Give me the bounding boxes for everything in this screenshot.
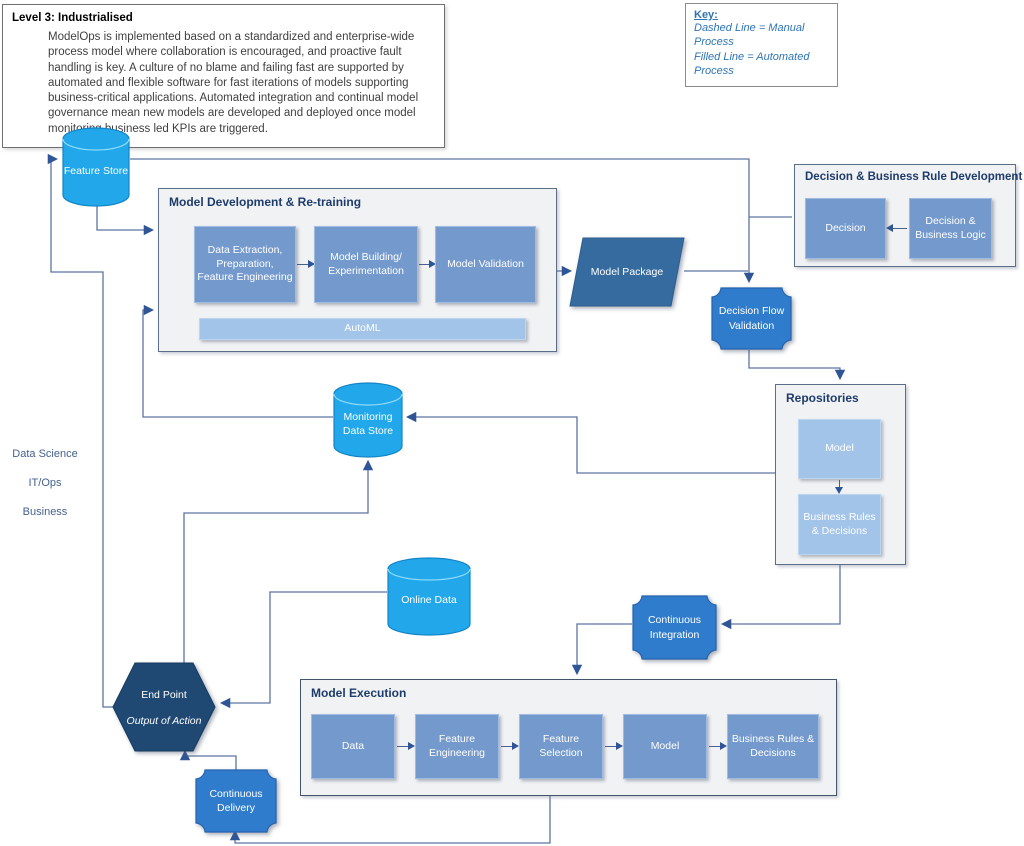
- arrow-right: [397, 742, 415, 751]
- lane-label-data-science: Data Science: [12, 448, 78, 460]
- model-package-label: Model Package: [590, 265, 664, 278]
- edge-featurestore-to-dfv-rail: [130, 158, 755, 284]
- exec-step-business-rules: Business Rules & Decisions: [727, 714, 819, 779]
- feature-store-label: Feature Store: [63, 164, 129, 177]
- business-rules-repo-box: Business Rules & Decisions: [798, 494, 881, 555]
- step-data-extraction: Data Extraction, Preparation, Feature En…: [194, 226, 296, 303]
- level-note-body: ModelOps is implemented based on a stand…: [48, 31, 419, 135]
- plaque-shape: [632, 595, 717, 660]
- level-note-title: Level 3: Industrialised: [12, 12, 133, 24]
- edge-onlinedata-to-endpoint: [219, 591, 387, 709]
- exec-step-feature-engineering: Feature Engineering: [415, 714, 499, 779]
- cylinder-shape: [387, 557, 471, 636]
- decision-business-logic-box: Decision & Business Logic: [909, 198, 992, 259]
- edge-ci-to-modelexec: [571, 623, 632, 676]
- lane-label-it-ops: IT/Ops: [28, 477, 62, 489]
- model-repo-box: Model: [798, 419, 881, 479]
- end-point-label: End Point Output of Action: [112, 662, 216, 752]
- continuous-integration-label: Continuous Integration: [647, 614, 702, 641]
- decision-rule-development-container: Decision & Business Rule Development Dec…: [794, 164, 1022, 267]
- edge-monitoring-to-modeldev: [142, 304, 333, 418]
- legend-title: Key:: [694, 9, 718, 21]
- model-development-container: Model Development & Re-training Data Ext…: [158, 188, 557, 352]
- continuous-delivery-node: Continuous Delivery: [195, 769, 277, 833]
- decision-flow-validation-label: Decision Flow Validation: [718, 305, 785, 332]
- legend-line: Dashed Line = Manual Process: [694, 22, 805, 49]
- automl-bar: AutoML: [199, 318, 526, 340]
- hexagon-shape: [112, 662, 216, 752]
- edge-endpoint-to-featurestore: [47, 153, 114, 708]
- arrow-right: [709, 742, 727, 751]
- cylinder-shape: [62, 127, 130, 207]
- arrow-right: [501, 742, 519, 751]
- model-package-node: Model Package: [569, 237, 685, 307]
- end-point-node: End Point Output of Action: [112, 662, 216, 752]
- step-model-validation: Model Validation: [435, 226, 536, 303]
- plaque-shape: [711, 287, 792, 350]
- repositories-container: Repositories Model Business Rules & Deci…: [775, 384, 906, 565]
- legend-line: Filled Line = Automated Process: [694, 50, 810, 77]
- continuous-integration-node: Continuous Integration: [632, 595, 717, 660]
- exec-step-feature-selection: Feature Selection: [519, 714, 603, 779]
- exec-step-model: Model: [623, 714, 707, 779]
- cylinder-shape: [333, 382, 403, 458]
- edge-featurestore-to-modeldev: [96, 205, 155, 236]
- edge-endpoint-to-monitoring: [183, 459, 374, 664]
- decision-box: Decision: [805, 198, 886, 259]
- arrow-right: [605, 742, 623, 751]
- model-development-title: Model Development & Re-training: [169, 195, 362, 209]
- edge-dfv-to-repositories: [748, 350, 846, 381]
- online-data-node: Online Data: [387, 557, 471, 636]
- model-execution-title: Model Execution: [311, 686, 407, 700]
- level-note: Level 3: Industrialised ModelOps is impl…: [2, 4, 445, 148]
- end-point-title: End Point: [141, 688, 187, 701]
- feature-store-node: Feature Store: [62, 127, 130, 207]
- online-data-label: Online Data: [401, 594, 457, 607]
- edge-cd-to-endpoint: [179, 749, 237, 770]
- lane-label-business: Business: [22, 506, 68, 518]
- edge-repositories-to-monitoring: [405, 411, 775, 474]
- decision-rule-development-title: Decision & Business Rule Development: [805, 171, 1023, 183]
- parallelogram-shape: [569, 237, 685, 307]
- edge-modelexec-to-cd: [229, 796, 551, 844]
- step-model-building: Model Building/ Experimentation: [314, 226, 418, 303]
- monitoring-data-store-node: Monitoring Data Store: [333, 382, 403, 458]
- arrow-right: [419, 260, 436, 269]
- monitoring-data-store-label: Monitoring Data Store: [342, 410, 394, 437]
- arrow-left: [886, 224, 907, 233]
- continuous-delivery-label: Continuous Delivery: [209, 787, 263, 814]
- plaque-shape: [195, 769, 277, 833]
- legend: Key: Dashed Line = Manual Process Filled…: [685, 3, 838, 88]
- model-execution-container: Model Execution Data Feature Engineering…: [300, 679, 837, 796]
- decision-flow-validation-node: Decision Flow Validation: [711, 287, 792, 350]
- repositories-title: Repositories: [786, 391, 859, 405]
- exec-step-data: Data: [311, 714, 395, 779]
- edge-repositories-to-ci: [720, 565, 841, 630]
- arrow-right: [297, 260, 315, 269]
- end-point-subtitle: Output of Action: [126, 715, 202, 727]
- arrow-down: [835, 480, 844, 494]
